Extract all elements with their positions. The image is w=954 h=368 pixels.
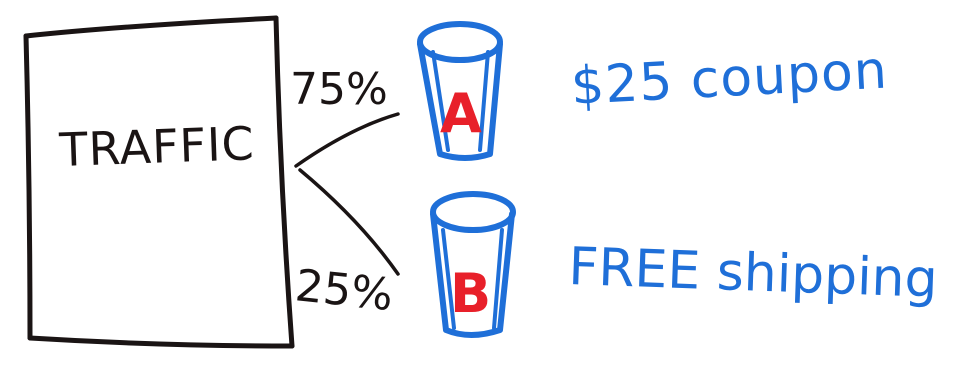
reward-b-text: FREE shipping bbox=[568, 237, 939, 310]
bucket-a-icon bbox=[417, 21, 503, 161]
bucket-b-icon bbox=[430, 191, 516, 338]
traffic-label: TRAFFIC bbox=[57, 116, 255, 177]
split-line-a bbox=[294, 112, 400, 168]
traffic-box bbox=[23, 15, 295, 349]
reward-a-text: $25 coupon bbox=[570, 40, 890, 117]
split-percent-a: 75% bbox=[290, 64, 388, 115]
variant-b-label: B bbox=[450, 262, 491, 325]
variant-a-label: A bbox=[440, 82, 482, 145]
split-lines bbox=[294, 112, 400, 276]
split-percent-b: 25% bbox=[293, 260, 396, 321]
split-line-b bbox=[298, 168, 400, 276]
